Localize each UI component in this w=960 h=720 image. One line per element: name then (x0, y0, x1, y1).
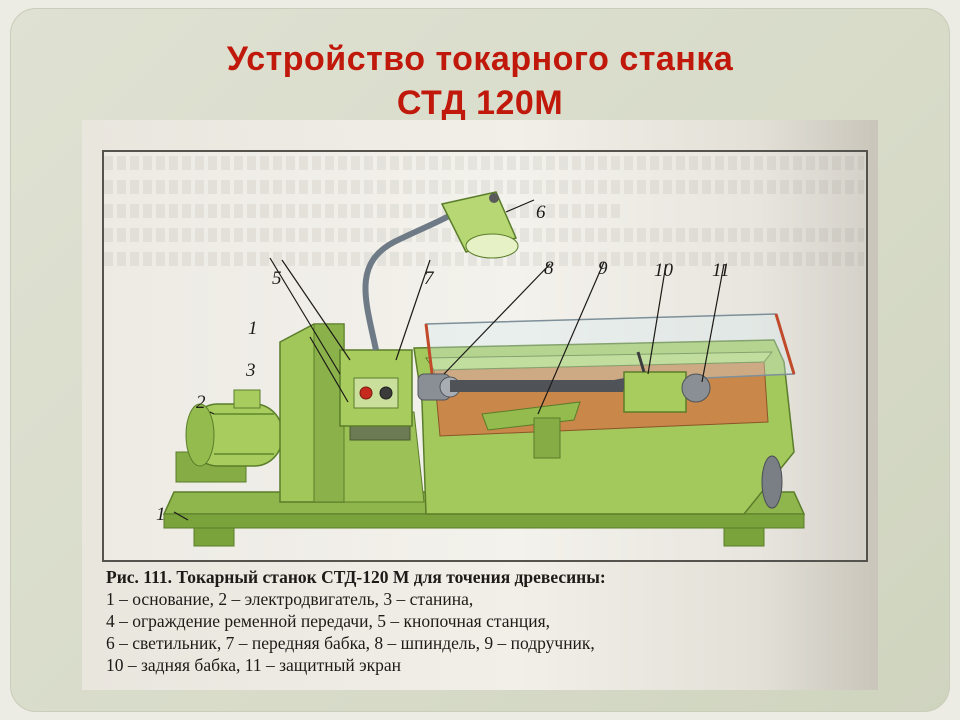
callout-3: 3 (245, 360, 256, 381)
tool-rest-post (533, 417, 561, 459)
lamp-switch (489, 193, 499, 203)
tray-rim (425, 351, 774, 371)
caption-line: 1 – основание, 2 – электродвигатель, 3 –… (106, 589, 474, 609)
callout-labels: 1 2 3 1 5 7 6 8 9 10 11 (156, 202, 730, 525)
tailstock-center (604, 378, 624, 390)
screen-post (774, 313, 796, 375)
motor-end-cap (185, 403, 215, 467)
stop-button (359, 386, 373, 400)
figure-frame: 1 2 3 1 5 7 6 8 9 10 11 (102, 150, 868, 562)
figure-caption: Рис. 111. Токарный станок СТД-120 М для … (106, 566, 866, 676)
callout-6: 6 (536, 202, 546, 223)
callout-11: 11 (712, 260, 730, 281)
callout-7: 7 (424, 268, 435, 289)
callout-1-upper: 1 (248, 318, 258, 339)
callout-8: 8 (544, 258, 554, 279)
slide-title-line2: СТД 120М (396, 84, 564, 122)
slide-title-line1: Устройство токарного станка (226, 40, 734, 78)
start-button (379, 386, 393, 400)
background-text-line (104, 180, 864, 194)
caption-line: 10 – задняя бабка, 11 – защитный экран (106, 655, 402, 675)
tailstock (623, 371, 687, 413)
caption-heading: Рис. 111. Токарный станок СТД-120 М для … (106, 567, 606, 587)
tailstock-lever (636, 351, 646, 373)
tailstock-handwheel (681, 373, 711, 403)
callout-10: 10 (654, 260, 674, 281)
base-foot-right (723, 527, 765, 547)
callout-2: 2 (196, 392, 206, 413)
background-text-line (104, 252, 864, 266)
textbook-photo: 1 2 3 1 5 7 6 8 9 10 11 Рис. 111. Токарн… (82, 120, 878, 690)
base-foot-left (193, 527, 235, 547)
side-roller (761, 455, 783, 509)
base-plate-front (163, 513, 805, 529)
motor-terminal-box (233, 389, 261, 409)
caption-line: 6 – светильник, 7 – передняя бабка, 8 – … (106, 633, 595, 653)
lamp-mouth (465, 233, 519, 259)
tool-rest (481, 401, 581, 431)
caption-line: 4 – ограждение ременной передачи, 5 – кн… (106, 611, 551, 631)
background-text-line (104, 156, 864, 170)
callout-9: 9 (598, 258, 608, 279)
leader-lines (173, 199, 725, 521)
lamp-arm (362, 213, 451, 351)
lathe-illustration: 1 2 3 1 5 7 6 8 9 10 11 (156, 191, 806, 547)
callout-1-lower: 1 (156, 504, 166, 525)
callout-5: 5 (272, 268, 282, 289)
